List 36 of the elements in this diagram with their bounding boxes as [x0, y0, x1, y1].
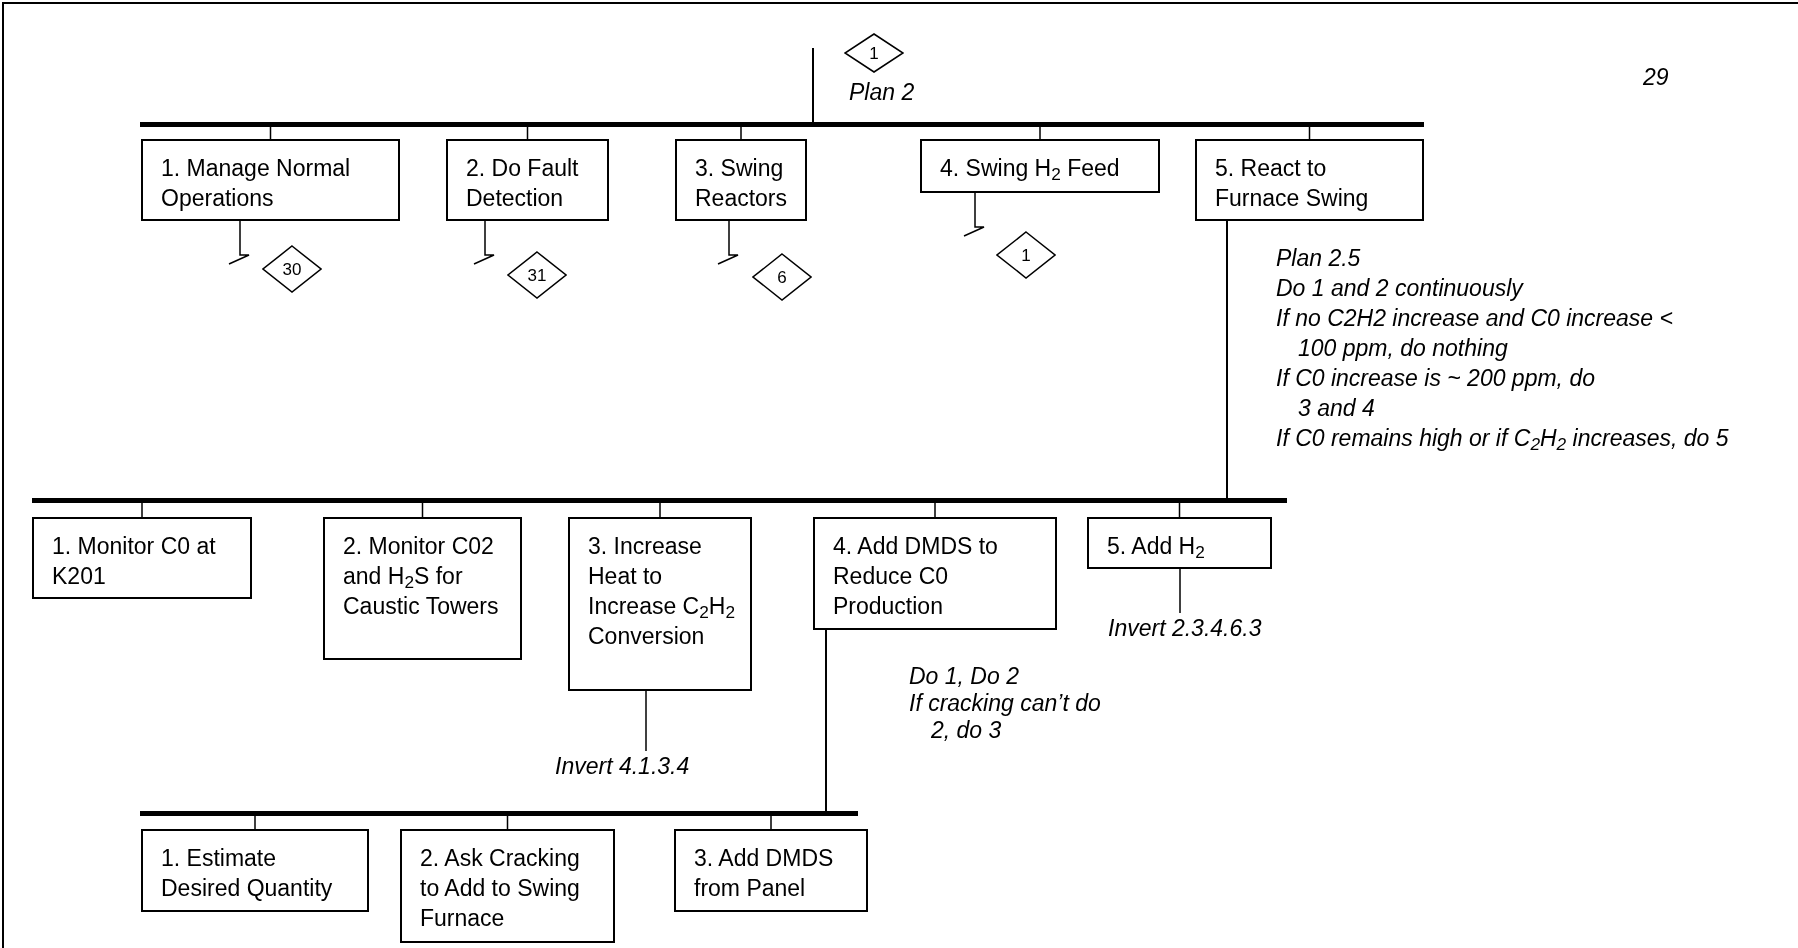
- connector-line: [645, 690, 647, 752]
- connector-line: [770, 629, 827, 830]
- plan-text: If C0 remains high or if C$_{2}$H$_{2}$ increases, do 5: [1276, 424, 1729, 453]
- task-box: 5. React to Furnace Swing: [1195, 139, 1424, 221]
- connector-line: [963, 192, 985, 237]
- task-box: 2. Monitor C02 and H$_{2}$S for Caustic Towers: [323, 517, 522, 660]
- reference-diamond: 31: [507, 251, 567, 299]
- plan-note: Invert 2.3.4.6.3: [1108, 613, 1262, 643]
- task-box: 1. Estimate Desired Quantity: [141, 829, 369, 912]
- plan-text: Do 1 and 2 continuously: [1276, 274, 1523, 303]
- task-box: 3. Increase Heat to Increase C$_{2}$H$_{2}$ Conversion: [568, 517, 752, 691]
- reference-diamond: 1: [844, 33, 904, 73]
- plan-text: If no C2H2 increase and C0 increase < 100 ppm, do nothing: [1276, 304, 1674, 363]
- task-box: 1. Manage Normal Operations: [141, 139, 400, 221]
- connector-line: [228, 220, 250, 265]
- task-box: 3. Swing Reactors: [675, 139, 807, 221]
- reference-diamond: 1: [996, 231, 1056, 279]
- task-box: 4. Add DMDS to Reduce C0 Production: [813, 517, 1057, 630]
- task-box: 2. Do Fault Detection: [446, 139, 609, 221]
- reference-diamond: 6: [752, 253, 812, 301]
- plan-text: If cracking can’t do 2, do 3: [909, 690, 1102, 744]
- connector-line: [1179, 568, 1181, 614]
- reference-diamond: 30: [262, 245, 322, 293]
- task-box: 3. Add DMDS from Panel: [674, 829, 868, 912]
- connector-line: [473, 220, 495, 265]
- task-box: 2. Ask Cracking to Add to Swing Furnace: [400, 829, 615, 943]
- plan-note: Invert 4.1.3.4: [555, 751, 690, 781]
- plan-text: Do 1, Do 2: [909, 663, 1019, 690]
- connector-line: [717, 220, 739, 265]
- task-box: 5. Add H$_{2}$: [1087, 517, 1272, 569]
- task-box: 1. Monitor C0 at K201: [32, 517, 252, 599]
- page-number: 29: [1643, 63, 1669, 92]
- plan-text: Plan 2.5: [1276, 244, 1361, 273]
- task-box: 4. Swing H$_{2}$ Feed: [920, 139, 1160, 193]
- connector-line: [812, 47, 1311, 140]
- plan-text: Plan 2: [849, 78, 915, 107]
